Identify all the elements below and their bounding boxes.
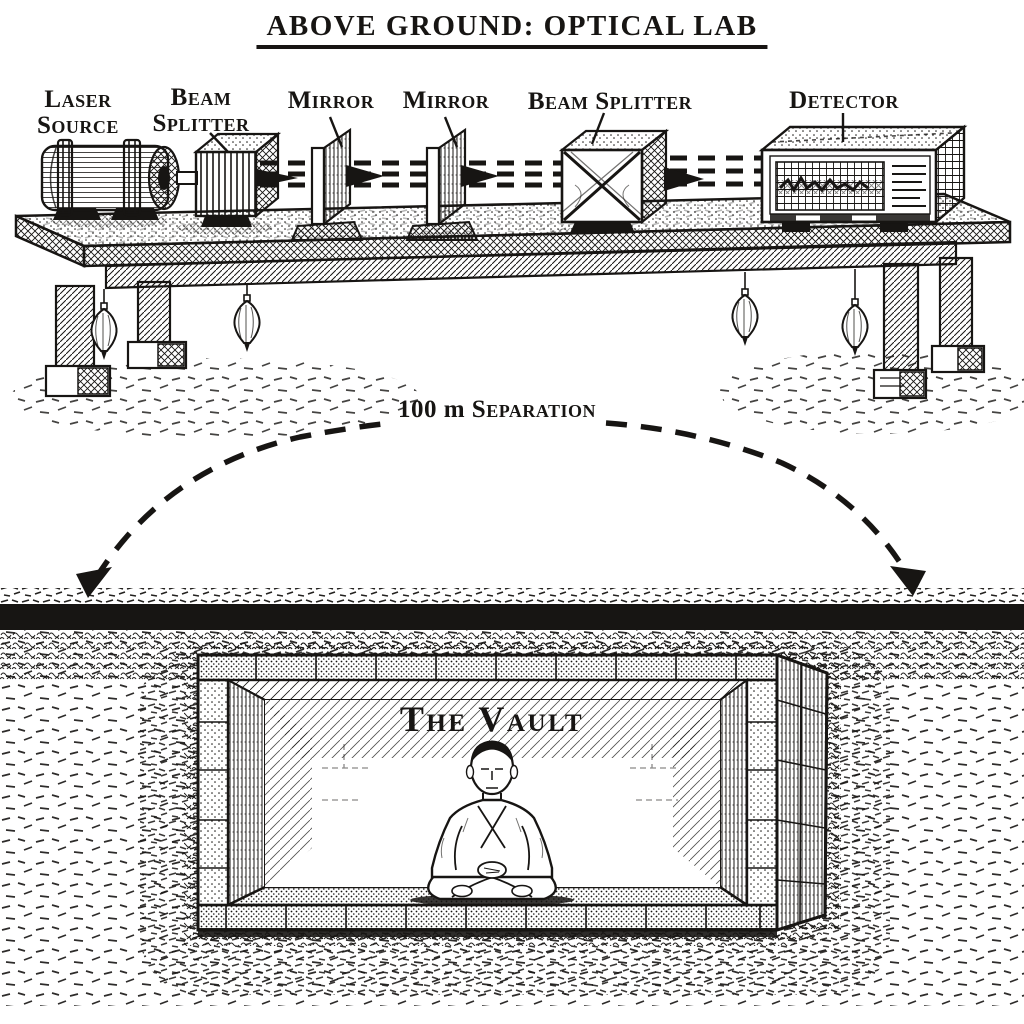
label-mirror-1: Mirror (287, 87, 375, 114)
label-laser-source: Laser Source (37, 86, 119, 139)
table-leg (872, 262, 928, 400)
separation-distance: 100 m (397, 396, 466, 423)
plumb-bob (90, 289, 118, 361)
plumb-bob (233, 285, 261, 353)
label-beam-splitter-2: Beam Splitter (527, 88, 693, 115)
plumb-bobs (90, 269, 869, 361)
plumb-bob (841, 269, 869, 357)
label-detector: Detector (789, 87, 899, 114)
table-legs (44, 256, 986, 400)
separation-label: 100 m Separation (398, 396, 596, 424)
vault-drawing (184, 641, 841, 946)
figure-torso (430, 798, 554, 879)
plumb-bob (731, 272, 759, 347)
ground-surface (0, 588, 1024, 630)
separation-arc (76, 420, 926, 598)
laser-source-drawing (40, 138, 198, 220)
vault-title: The Vault (399, 699, 585, 739)
label-leader-lines (209, 112, 845, 153)
vault-stone-walls (196, 653, 779, 932)
vault-inner-faces (227, 678, 752, 907)
figure-hair (470, 740, 514, 763)
arc-arrowhead-right (890, 566, 926, 596)
beam-splitter-1-drawing (192, 131, 298, 227)
diagram-title: ABOVE GROUND: OPTICAL LAB (256, 10, 768, 49)
table-leg (126, 280, 188, 370)
beam-splitter-2-drawing (558, 128, 704, 233)
meditating-figure (410, 740, 574, 906)
detector-drawing (758, 124, 968, 232)
table-leg (930, 256, 986, 374)
beam-segment (260, 160, 310, 188)
separation-word: Separation (471, 396, 597, 423)
vault-side-face (775, 652, 829, 933)
label-beam-splitter-1: Beam Splitter (152, 84, 250, 137)
label-mirror-2: Mirror (402, 87, 490, 114)
